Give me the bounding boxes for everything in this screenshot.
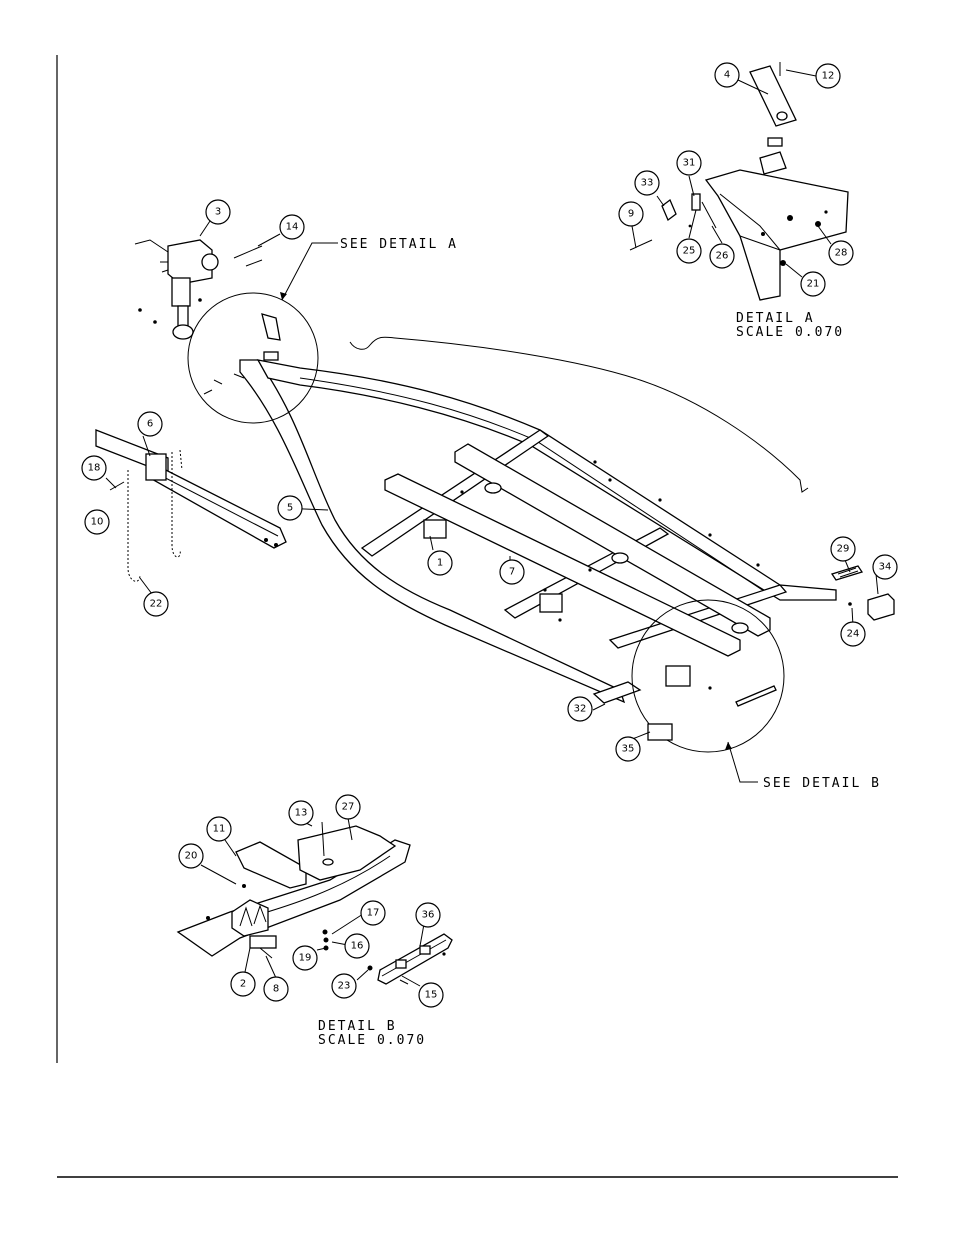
see-detail-a-label: SEE DETAIL A <box>340 237 458 252</box>
winch-assembly <box>134 239 219 340</box>
svg-text:32: 32 <box>574 704 587 715</box>
detail-b-circle <box>631 599 785 753</box>
detail-b-view <box>176 821 453 985</box>
svg-text:12: 12 <box>822 71 835 82</box>
see-detail-b-label: SEE DETAIL B <box>763 776 881 791</box>
winch-stand-main <box>203 313 281 395</box>
svg-text:16: 16 <box>351 941 364 952</box>
detail-a-title: DETAIL A <box>736 311 815 326</box>
callout-6: 6 <box>137 411 163 437</box>
callout-15: 15 <box>418 982 444 1008</box>
svg-text:11: 11 <box>213 824 226 835</box>
callout-29: 29 <box>830 536 856 562</box>
svg-text:19: 19 <box>299 953 312 964</box>
detail-a-view <box>629 62 849 301</box>
svg-text:10: 10 <box>91 517 104 528</box>
callout-19: 19 <box>292 945 318 971</box>
callout-12: 12 <box>815 63 841 89</box>
callout-8: 8 <box>263 976 289 1002</box>
callout-17: 17 <box>360 900 386 926</box>
svg-text:24: 24 <box>847 629 860 640</box>
callout-7: 7 <box>499 559 525 585</box>
detail-a-circle <box>187 292 319 424</box>
svg-text:31: 31 <box>683 158 696 169</box>
svg-text:1: 1 <box>437 558 443 569</box>
svg-text:6: 6 <box>147 419 153 430</box>
bunk-bracket-1 <box>423 519 691 687</box>
svg-text:15: 15 <box>425 990 438 1001</box>
callout-22: 22 <box>143 591 169 617</box>
callout-23: 23 <box>331 973 357 999</box>
safety-chains <box>127 449 183 582</box>
svg-text:7: 7 <box>509 567 515 578</box>
callout-4: 4 <box>714 62 740 88</box>
callout-32: 32 <box>567 696 593 722</box>
callout-31: 31 <box>676 150 702 176</box>
callout-35: 35 <box>615 736 641 762</box>
svg-text:13: 13 <box>295 808 308 819</box>
detail-a-scale: SCALE 0.070 <box>736 325 844 340</box>
callout-13: 13 <box>288 800 314 826</box>
callout-3: 3 <box>205 199 231 225</box>
step-pad-29 <box>830 565 864 581</box>
callout-10: 10 <box>84 509 110 535</box>
light-block-34 <box>867 593 895 621</box>
svg-text:29: 29 <box>837 544 850 555</box>
svg-text:35: 35 <box>622 744 635 755</box>
pin-10 <box>109 481 125 491</box>
svg-text:14: 14 <box>286 222 299 233</box>
wiring-harness <box>349 336 809 493</box>
svg-text:22: 22 <box>150 599 163 610</box>
callout-16: 16 <box>344 933 370 959</box>
svg-text:4: 4 <box>724 70 730 81</box>
detail-b-title: DETAIL B <box>318 1019 397 1034</box>
tongue-assembly <box>95 429 287 549</box>
see-detail-b-leader <box>727 741 758 783</box>
taillight-bar-main <box>647 685 777 741</box>
callout-20: 20 <box>178 843 204 869</box>
svg-text:18: 18 <box>88 463 101 474</box>
callout-28: 28 <box>828 240 854 266</box>
svg-text:25: 25 <box>683 246 696 257</box>
callout-2: 2 <box>230 971 256 997</box>
callout-5: 5 <box>277 495 303 521</box>
svg-text:9: 9 <box>628 209 634 220</box>
svg-text:5: 5 <box>287 503 293 514</box>
callout-33: 33 <box>634 170 660 196</box>
frame-bolts <box>460 460 852 690</box>
svg-text:17: 17 <box>367 908 380 919</box>
svg-text:20: 20 <box>185 851 198 862</box>
callout-27: 27 <box>335 794 361 820</box>
svg-text:23: 23 <box>338 981 351 992</box>
svg-text:2: 2 <box>240 979 246 990</box>
trailer-frame <box>239 359 837 704</box>
callout-18: 18 <box>81 455 107 481</box>
callout-25: 25 <box>676 238 702 264</box>
callout-36: 36 <box>415 902 441 928</box>
svg-text:21: 21 <box>807 279 820 290</box>
callout-14: 14 <box>279 214 305 240</box>
svg-text:33: 33 <box>641 178 654 189</box>
detail-b-scale: SCALE 0.070 <box>318 1033 426 1048</box>
svg-text:8: 8 <box>273 984 279 995</box>
svg-text:28: 28 <box>835 248 848 259</box>
callout-21: 21 <box>800 271 826 297</box>
svg-text:26: 26 <box>716 251 729 262</box>
bunk-boards <box>384 443 771 657</box>
callout-1: 1 <box>427 550 453 576</box>
callout-26: 26 <box>709 243 735 269</box>
callout-24: 24 <box>840 621 866 647</box>
svg-text:3: 3 <box>215 207 221 218</box>
callout-11: 11 <box>206 816 232 842</box>
winch-bolts-14 <box>233 245 263 267</box>
callout-34: 34 <box>872 554 898 580</box>
svg-text:36: 36 <box>422 910 435 921</box>
callout-9: 9 <box>618 201 644 227</box>
rollers <box>484 482 749 634</box>
svg-text:27: 27 <box>342 802 355 813</box>
see-detail-a-leader <box>281 242 338 301</box>
svg-text:34: 34 <box>879 562 892 573</box>
